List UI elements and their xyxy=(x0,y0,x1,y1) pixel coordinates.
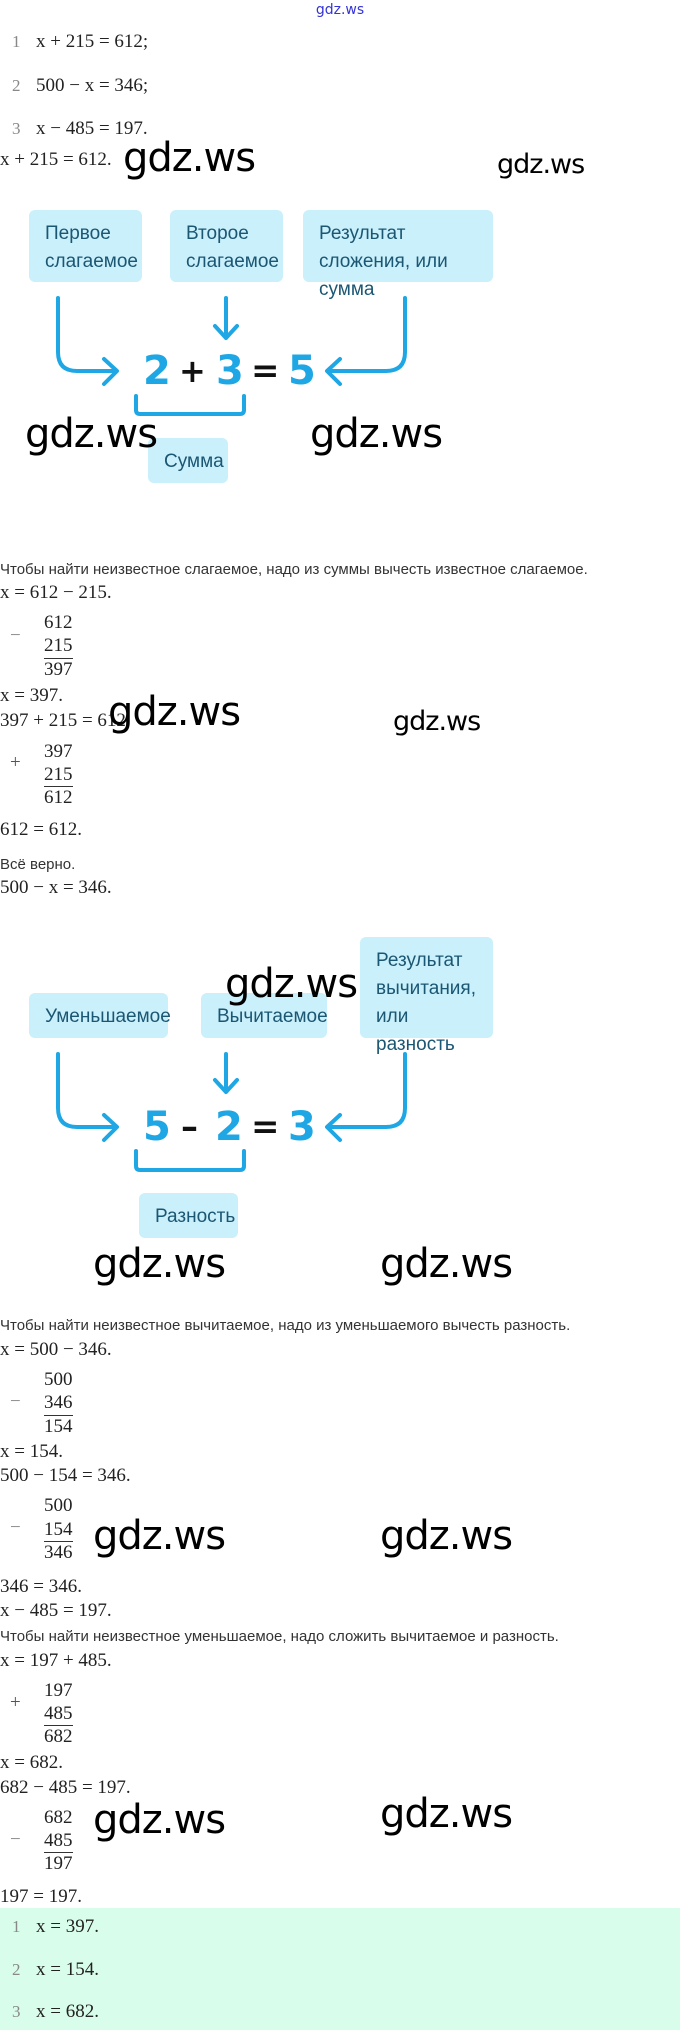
task-number: 1 xyxy=(12,32,21,51)
answer-expression: x = 682. xyxy=(36,2001,99,2022)
watermark: gdz.ws xyxy=(93,1513,226,1559)
check-result: 612 = 612. xyxy=(0,819,82,840)
operand: 682 xyxy=(44,1807,73,1828)
label-sum-result: Результат сложения, или сумма xyxy=(303,210,493,300)
watermark: gdz.ws xyxy=(310,411,443,457)
watermark: gdz.ws xyxy=(380,1241,513,1287)
rule-text: Чтобы найти неизвестное вычитаемое, надо… xyxy=(0,1317,571,1334)
check-line: 682 − 485 = 197. xyxy=(0,1777,131,1798)
operand: 612 xyxy=(44,612,73,633)
difference-value: 3 xyxy=(288,1104,316,1150)
watermark: gdz.ws xyxy=(93,1241,226,1287)
result: 682 xyxy=(44,1725,73,1750)
check-line: 397 + 215 = 612. xyxy=(0,710,131,731)
minus-sign: – xyxy=(181,1107,198,1147)
answer-number: 3 xyxy=(12,2002,21,2021)
check-line: 500 − 154 = 346. xyxy=(0,1465,131,1486)
answer-expression: x = 397. xyxy=(36,1916,99,1937)
watermark: gdz.ws xyxy=(123,135,256,181)
equals-sign: = xyxy=(251,351,280,391)
operator-sign: − xyxy=(10,1517,21,1538)
label-difference-result: Результат вычитания, или разность xyxy=(360,937,493,1055)
task-number: 2 xyxy=(12,76,21,95)
answer-line: x = 682. xyxy=(0,1752,63,1773)
operand: 197 xyxy=(44,1680,73,1701)
solution-step: x = 500 − 346. xyxy=(0,1339,112,1360)
operand: 215 xyxy=(44,635,73,656)
result: 397 xyxy=(44,658,73,683)
plus-sign: + xyxy=(179,352,206,390)
answer-number: 2 xyxy=(12,1960,21,1979)
subtrahend-value: 2 xyxy=(215,1104,243,1150)
watermark: gdz.ws xyxy=(380,1513,513,1559)
check-result: 346 = 346. xyxy=(0,1576,82,1597)
operand: 397 xyxy=(44,741,73,762)
check-result: 197 = 197. xyxy=(0,1886,82,1907)
watermark: gdz.ws xyxy=(393,706,481,737)
label-minuend: Уменьшаемое xyxy=(29,993,171,1038)
result: 154 xyxy=(44,1415,73,1440)
minuend-value: 5 xyxy=(143,1104,171,1150)
answer-expression: x = 154. xyxy=(36,1959,99,1980)
label-sum: Сумма xyxy=(148,438,228,483)
operand: 346 xyxy=(44,1392,73,1413)
operator-sign: − xyxy=(10,1829,21,1850)
operator-sign: − xyxy=(10,1391,21,1412)
equation-2: 500 − x = 346. xyxy=(0,877,112,898)
operand: 215 xyxy=(44,764,73,785)
operator-sign: − xyxy=(10,625,21,646)
answer-number: 1 xyxy=(12,1917,21,1936)
addend-a: 2 xyxy=(143,348,171,394)
watermark: gdz.ws xyxy=(25,411,158,457)
arrows-icon xyxy=(56,1052,407,1172)
equation-1: x + 215 = 612. xyxy=(0,149,112,170)
addend-b: 3 xyxy=(216,348,244,394)
sum-value: 5 xyxy=(288,348,316,394)
watermark: gdz.ws xyxy=(497,149,585,180)
solution-step: x = 197 + 485. xyxy=(0,1650,112,1671)
rule-text: Чтобы найти неизвестное уменьшаемое, над… xyxy=(0,1628,559,1645)
watermark: gdz.ws xyxy=(225,961,358,1007)
label-subtrahend: Вычитаемое xyxy=(201,993,328,1038)
operator-sign: + xyxy=(10,1692,21,1713)
equals-sign: = xyxy=(251,1107,280,1147)
verdict: Всё верно. xyxy=(0,856,76,873)
label-second-addend: Второе слагаемое xyxy=(170,210,283,282)
label-first-addend: Первое слагаемое xyxy=(29,210,142,282)
answer-line: x = 154. xyxy=(0,1441,63,1462)
arrows-icon xyxy=(56,296,407,416)
task-expression: x − 485 = 197. xyxy=(36,118,148,139)
task-expression: x + 215 = 612; xyxy=(36,31,149,52)
operand: 485 xyxy=(44,1703,73,1724)
operand: 154 xyxy=(44,1519,73,1540)
rule-text: Чтобы найти неизвестное слагаемое, надо … xyxy=(0,561,588,578)
answer-panel xyxy=(0,1908,680,2030)
task-expression: 500 − x = 346; xyxy=(36,75,149,96)
operand: 485 xyxy=(44,1830,73,1851)
result: 346 xyxy=(44,1541,73,1566)
site-link[interactable]: gdz.ws xyxy=(315,2,365,18)
result: 197 xyxy=(44,1852,73,1877)
operand: 500 xyxy=(44,1495,73,1516)
operator-sign: + xyxy=(10,752,21,773)
watermark: gdz.ws xyxy=(380,1791,513,1837)
label-difference: Разность xyxy=(139,1193,238,1238)
result: 612 xyxy=(44,786,73,811)
equation-3: x − 485 = 197. xyxy=(0,1600,112,1621)
solution-step: x = 612 − 215. xyxy=(0,582,112,603)
watermark: gdz.ws xyxy=(108,689,241,735)
watermark: gdz.ws xyxy=(93,1797,226,1843)
task-number: 3 xyxy=(12,119,21,138)
answer-line: x = 397. xyxy=(0,685,63,706)
operand: 500 xyxy=(44,1369,73,1390)
